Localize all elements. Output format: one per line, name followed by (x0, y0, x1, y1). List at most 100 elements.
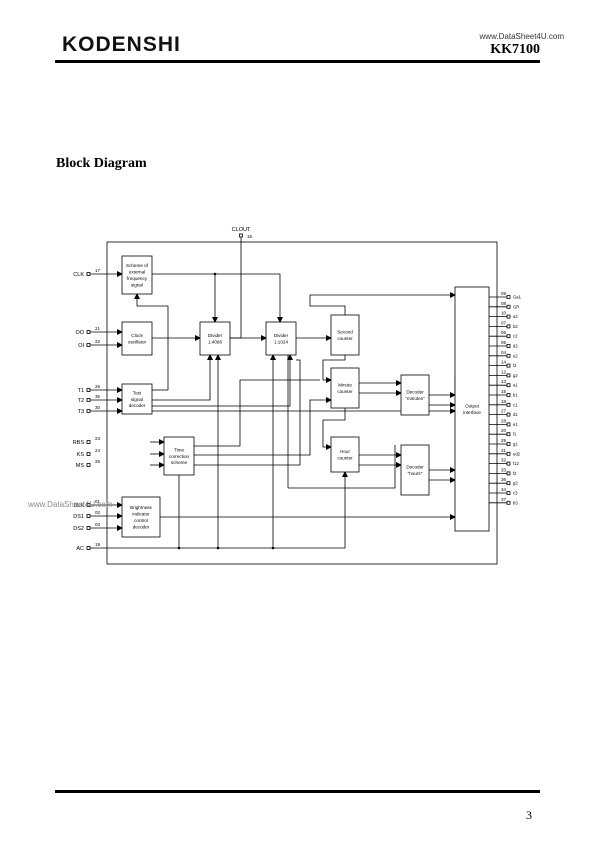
signal-line (194, 359, 301, 466)
pin-name: KS (77, 452, 85, 458)
pin-name: DS2 (73, 526, 84, 532)
pin-number: 18 (501, 399, 507, 404)
block-label: signal (131, 282, 143, 287)
pin-name: OI (78, 343, 84, 349)
block-label: 1:4096 (208, 340, 222, 345)
pin-number: 06 (501, 330, 507, 335)
pin-terminal (506, 383, 511, 388)
pin-terminal (506, 412, 511, 417)
pin-number: 36 (501, 477, 507, 482)
pin-name: d2 (513, 344, 518, 349)
pin-number: 05 (501, 340, 507, 345)
pin-number: 21 (95, 326, 101, 331)
pin-number: 15 (501, 389, 507, 394)
divider2-block (265, 321, 297, 356)
pin-name: f1 (513, 432, 517, 437)
pin-name: T3 (78, 409, 84, 415)
pin-terminal (86, 440, 91, 444)
block-label: Test (133, 390, 142, 395)
footer-rule (55, 790, 540, 793)
pin-name: e2 (513, 353, 518, 358)
signal-line (288, 445, 396, 489)
pin-name: a2 (513, 314, 518, 319)
clout-pin: 16 (247, 234, 253, 239)
block-label: oscillator (128, 340, 147, 345)
pin-number: 33 (501, 467, 507, 472)
pin-number: 20 (501, 428, 507, 433)
pin-name: a1 (513, 383, 518, 388)
block-label: interface (463, 410, 481, 415)
brightness-block (121, 496, 161, 538)
pin-name: c2 (513, 334, 518, 339)
block-label: Second (337, 330, 353, 335)
pin-terminal (86, 503, 91, 507)
pin-terminal (86, 514, 91, 518)
junction-dot (177, 546, 181, 550)
block-label: signal (131, 397, 143, 402)
pin-name: f12 (513, 461, 519, 466)
pin-name: d1 (513, 412, 518, 417)
pin-number: 09 (501, 291, 507, 296)
block-label: Decoder (406, 465, 424, 470)
pin-number: 03 (95, 522, 101, 527)
block-label: correction (169, 454, 190, 459)
block-label: Minute (338, 383, 352, 388)
block-label: Time (174, 447, 184, 452)
pin-name: g1 (513, 442, 518, 447)
pin-number: 31 (501, 448, 507, 453)
pin-number: 02 (95, 510, 101, 515)
pin-name: e1 (513, 422, 518, 427)
block-label: "minutes" (405, 396, 425, 401)
block-label: frequency (127, 276, 148, 281)
test-decoder-block (121, 383, 153, 415)
block-label: Hour (340, 449, 350, 454)
output-interface-block (454, 286, 490, 532)
pin-name: RBS (73, 440, 85, 446)
website-link[interactable]: www.DataSheet4U.com (479, 32, 564, 41)
pin-terminal (506, 500, 511, 505)
block-label: Decoder (406, 390, 424, 395)
block-label: Clock (131, 333, 143, 338)
pin-terminal (506, 451, 511, 456)
signal-line (322, 355, 346, 383)
shaper-block (121, 255, 153, 295)
pin-number: 14 (501, 360, 507, 365)
block-label: Divider (208, 333, 223, 338)
pin-number: 19 (95, 542, 101, 547)
pin-number: 29 (501, 438, 507, 443)
pin-terminal (506, 402, 511, 407)
pin-terminal (506, 422, 511, 427)
pin-terminal (506, 471, 511, 476)
signal-line (322, 408, 346, 450)
decoder-hours-block (400, 444, 430, 496)
pin-name: DS1 (73, 514, 84, 520)
signal-line (152, 354, 293, 407)
pin-number: 24 (95, 448, 101, 453)
time-correction-block (163, 436, 195, 476)
page-number: 3 (526, 808, 532, 822)
signal-line (194, 397, 332, 456)
pin-name: c3 (513, 491, 518, 496)
block-label: "hours" (408, 471, 423, 476)
signal-line (230, 237, 242, 339)
pin-terminal (86, 388, 91, 392)
pin-terminal (506, 373, 511, 378)
pin-terminal (86, 409, 91, 413)
pin-terminal (506, 393, 511, 397)
pin-terminal (506, 461, 511, 466)
pin-terminal (86, 546, 91, 550)
signal-line (90, 471, 348, 549)
pin-number: 04 (501, 350, 507, 355)
pin-number: 12 (501, 369, 507, 374)
pin-number: 27 (501, 409, 507, 414)
oscillator-block (121, 321, 153, 356)
pin-name: c1 (513, 402, 518, 407)
pin-terminal (86, 452, 91, 456)
block-label: Divider (274, 333, 289, 338)
pin-number: 28 (501, 418, 507, 423)
decoder-minutes-block (400, 374, 430, 416)
block-label: external (129, 270, 145, 275)
company-logo: KODENSHI (62, 33, 181, 56)
block-label: indicator (132, 512, 150, 517)
block-label: scheme (171, 460, 188, 465)
